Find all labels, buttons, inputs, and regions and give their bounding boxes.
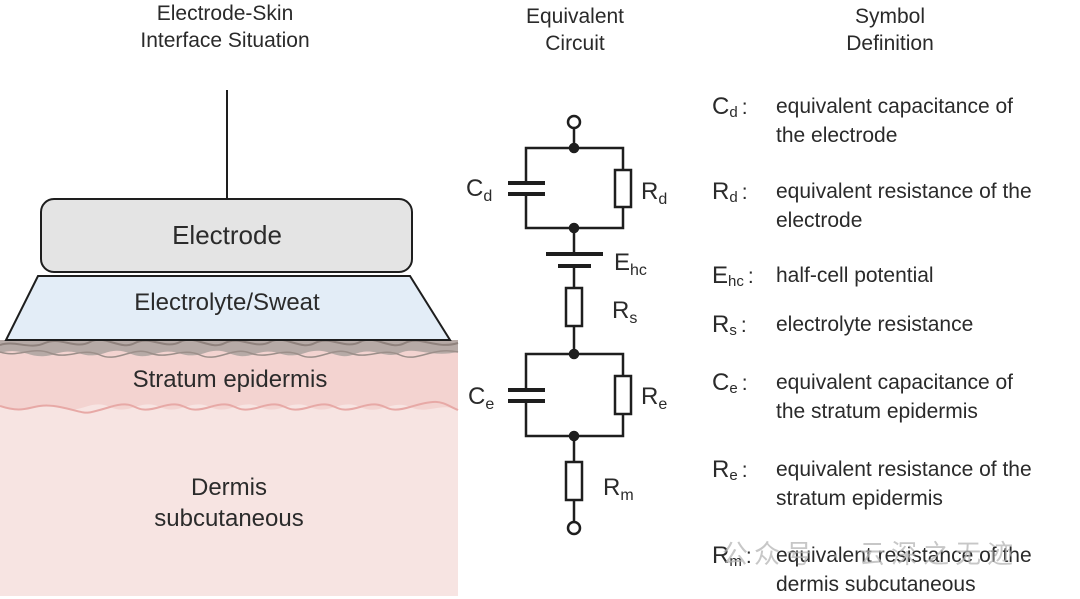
junction-1 [568, 142, 580, 154]
junction-3 [568, 348, 580, 360]
definition-rs: electrolyte resistance [776, 313, 974, 336]
definition-cd: equivalent capacitance of the electrode [776, 95, 1013, 147]
label-cd: Cd [466, 175, 492, 205]
electrolyte-label: Electrolyte/Sweat [134, 289, 320, 316]
watermark: 公众号 · 云深之无迹 [722, 539, 1020, 569]
electrolyte-layer [4, 275, 452, 341]
label-ce: Ce [468, 383, 494, 413]
definition-rd: equivalent resistance of the electrode [776, 180, 1032, 232]
terminal-bottom [566, 520, 582, 536]
terminal-top [566, 114, 582, 130]
epidermis-layer [0, 345, 458, 410]
circuit-labels: Cd Rd Ehc Rs Ce Re Rm [466, 175, 667, 504]
definition-ce: equivalent capacitance of the stratum ep… [776, 371, 1013, 423]
label-rd: Rd [641, 178, 667, 208]
symbol-rd: Rd: [712, 178, 748, 206]
resistor-rd [613, 168, 633, 209]
parallel-block-2 [524, 352, 625, 438]
symbol-ehc: Ehc: [712, 262, 754, 290]
definition-ehc: half-cell potential [776, 264, 934, 287]
label-rm: Rm [603, 474, 634, 504]
dermis-label-line2: subcutaneous [154, 505, 303, 532]
header-symbol-definition: Symbol Definition [846, 5, 934, 55]
resistor-re [613, 374, 633, 416]
label-ehc: Ehc [614, 249, 647, 279]
equivalent-circuit [508, 114, 633, 536]
parallel-block-1 [524, 146, 625, 230]
epidermis-lower-edge [0, 400, 459, 414]
label-rs: Rs [612, 297, 637, 327]
skin-illustration: Electrode Electrolyte/Sweat Stratum epid… [0, 90, 459, 596]
definition-rm: equivalent resistance of the dermis subc… [776, 544, 1032, 596]
header-electrode-skin-interface: Electrode-Skin Interface Situation [140, 2, 310, 52]
dermis-label-line1: Dermis [191, 474, 267, 501]
electrode-label: Electrode [172, 220, 282, 250]
symbol-ce: Ce: [712, 369, 748, 397]
epidermis-label: Stratum epidermis [133, 366, 328, 393]
resistor-rs [564, 286, 584, 328]
header-equivalent-circuit: Equivalent Circuit [525, 5, 625, 55]
definition-re: equivalent resistance of the stratum epi… [776, 458, 1032, 510]
label-re: Re [641, 383, 667, 413]
resistor-rm [564, 460, 584, 502]
symbol-cd: Cd: [712, 93, 748, 121]
electrode-block [40, 198, 413, 273]
symbol-re: Re: [712, 456, 748, 484]
stratum-corneum-texture-3 [0, 349, 459, 358]
symbol-rm: Rm: [712, 542, 752, 570]
symbol-rs: Rs: [712, 311, 747, 339]
dermis-layer [0, 395, 458, 596]
